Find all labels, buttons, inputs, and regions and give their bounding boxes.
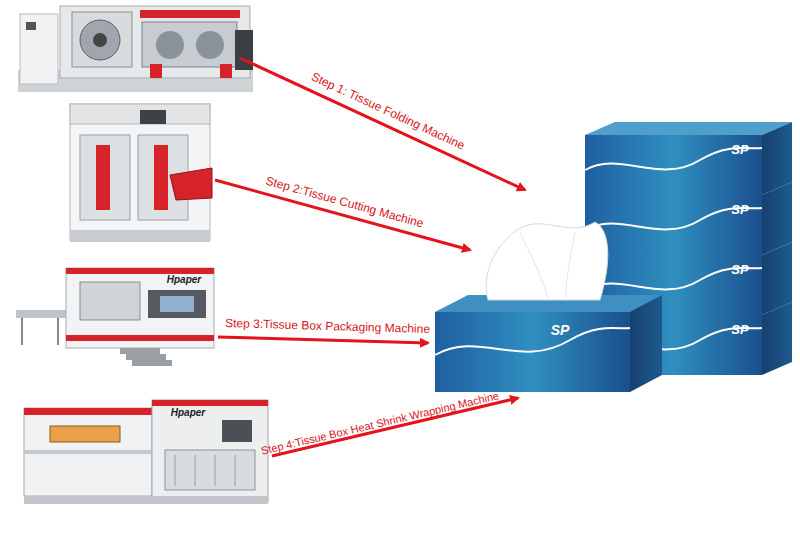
shrink-wrapping-machine: [24, 400, 268, 504]
box-logo: SP: [731, 263, 748, 278]
step-label: Step 3:Tissue Box Packaging Machine: [225, 317, 430, 337]
step-label: Step 2:Tissue Cutting Machine: [264, 175, 425, 232]
box-logo: SP: [731, 323, 748, 338]
step-label: Step 4:Tissue Box Heat Shrink Wrapping M…: [260, 389, 500, 457]
front-tissue-box: [435, 222, 662, 392]
box-logo: SP: [731, 203, 748, 218]
packaging-machine: [16, 268, 214, 366]
cutting-machine: [70, 104, 212, 242]
step-label: Step 1: Tissue Folding Machine: [309, 71, 467, 154]
box-logo: SP: [551, 322, 570, 338]
brand-logo: Hpaper: [167, 274, 201, 286]
brand-logo: Hpaper: [171, 407, 205, 419]
box-logo: SP: [731, 143, 748, 158]
folding-machine: [18, 6, 253, 92]
